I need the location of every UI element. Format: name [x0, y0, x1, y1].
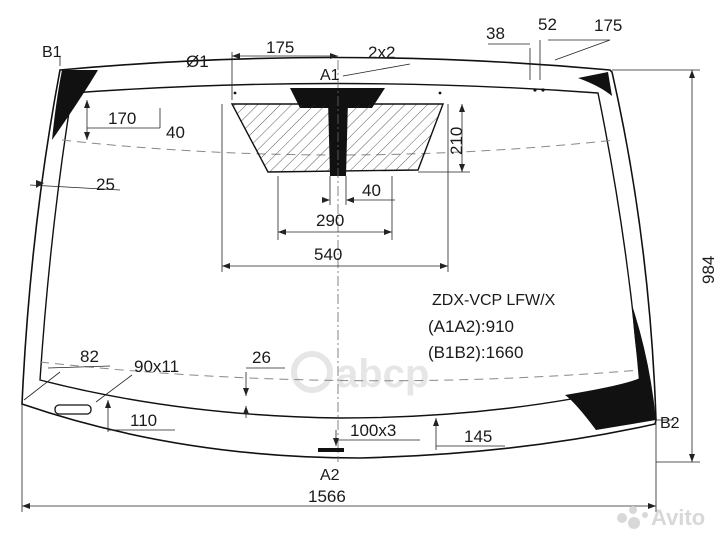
bottom-mark	[318, 448, 344, 452]
label-a1: A1	[320, 67, 340, 84]
dim-145: 145	[464, 427, 492, 446]
dim-90x11: 90x11	[134, 357, 179, 376]
dim-38: 38	[486, 24, 505, 43]
spec-b1b2: (B1B2):1660	[428, 343, 523, 362]
dim-25: 25	[96, 175, 115, 194]
reference-lines	[59, 56, 674, 421]
abcp-watermark: abcp	[291, 351, 429, 396]
dim-52: 52	[538, 15, 557, 34]
glass-inner-outline	[39, 82, 641, 419]
dim-26: 26	[252, 348, 271, 367]
dim-170: 170	[108, 109, 136, 128]
dim-210: 210	[447, 127, 466, 155]
avito-watermark: Avito	[617, 505, 705, 530]
label-a2: A2	[320, 467, 340, 484]
dim-2x2: 2x2	[368, 43, 395, 62]
spec-a1a2: (A1A2):910	[428, 317, 514, 336]
label-b1: B1	[42, 44, 62, 61]
black-corner-top-left	[52, 70, 98, 140]
spec-model: ZDX-VCP LFW/X	[432, 292, 556, 309]
dim-175-top: 175	[266, 38, 294, 57]
dim-40-left: 40	[166, 123, 185, 142]
dim-110: 110	[130, 411, 157, 430]
antenna-strip	[54, 404, 92, 415]
black-corner-top-right	[578, 72, 612, 96]
glass-outer-outline	[21, 56, 657, 459]
avito-watermark-text: Avito	[651, 505, 705, 530]
dim-100x3: 100x3	[350, 421, 396, 440]
dim-1566: 1566	[308, 487, 346, 506]
black-top-strip	[290, 88, 385, 108]
dim-290: 290	[316, 211, 344, 230]
dimension-lines	[21, 39, 700, 512]
dim-phi1: Ø1	[186, 52, 209, 71]
arrowheads	[22, 53, 695, 509]
dim-40-mid: 40	[362, 181, 381, 200]
dim-82: 82	[80, 347, 99, 366]
top-dots	[233, 88, 545, 95]
bottom-dashed-line	[39, 361, 641, 382]
dim-984: 984	[699, 256, 718, 284]
dim-175-right: 175	[594, 16, 622, 35]
black-corner-bottom-right	[565, 305, 656, 430]
dim-540: 540	[314, 245, 342, 264]
label-b2: B2	[660, 415, 680, 432]
abcp-watermark-text: abcp	[336, 352, 429, 396]
